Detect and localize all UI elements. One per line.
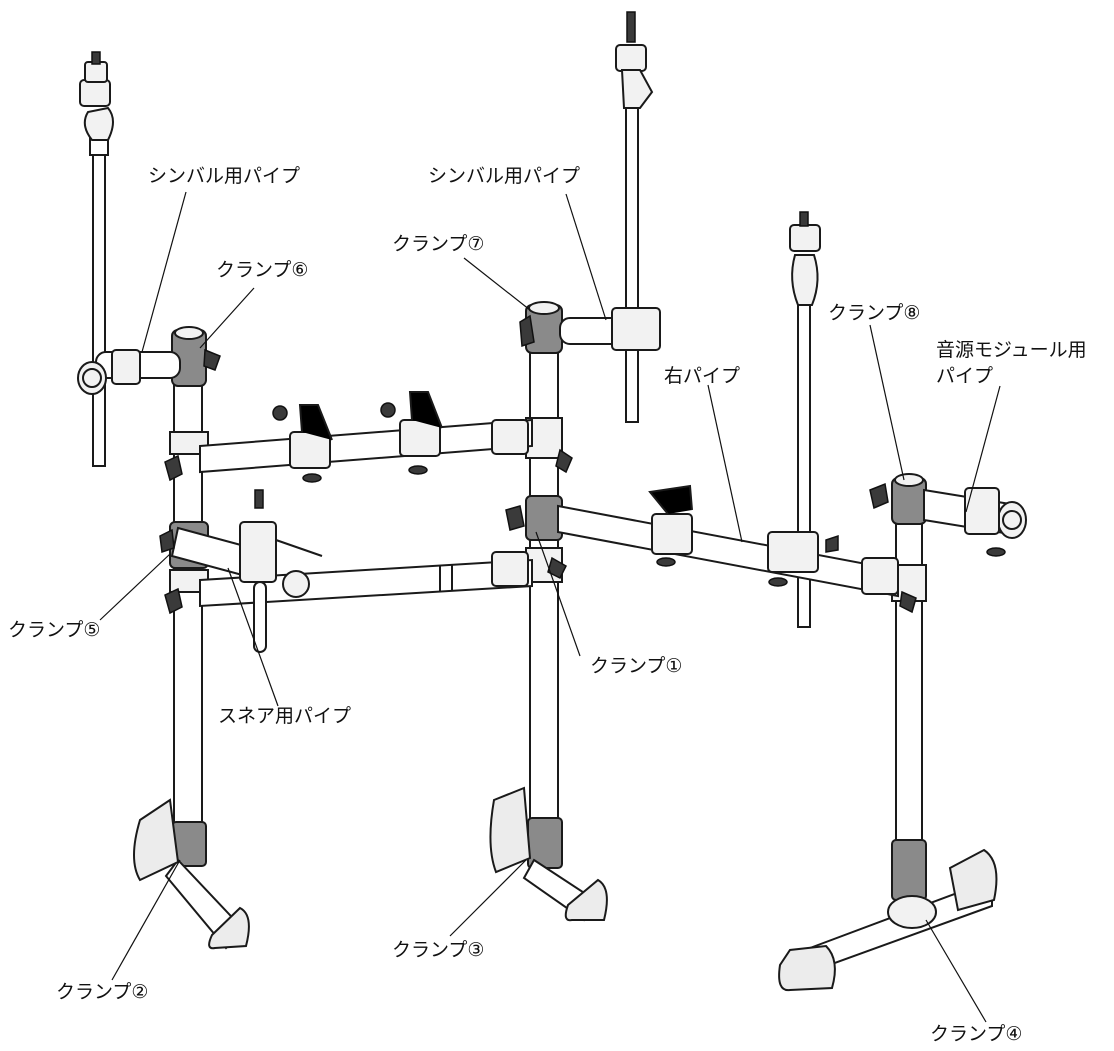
labels: シンバル用パイプ シンバル用パイプ クランプ⑦ クランプ⑥ クランプ⑧ 音源モジ… <box>8 165 1087 1045</box>
label-module-pipe-line2: パイプ <box>936 365 993 387</box>
leader-lines <box>99 191 1001 1023</box>
left-pole <box>169 326 209 826</box>
lower-crossbar <box>164 551 567 615</box>
label-snare-pipe: スネア用パイプ <box>218 705 351 727</box>
snare-pipe <box>159 489 323 653</box>
label-module-pipe-line1: 音源モジュール用 <box>936 339 1087 361</box>
label-clamp-3: クランプ③ <box>392 939 484 961</box>
left-cymbal-arm <box>77 348 221 395</box>
right-pole <box>891 473 927 841</box>
upper-crossbar <box>164 391 573 483</box>
label-cymbal-pipe-left: シンバル用パイプ <box>148 165 300 187</box>
label-clamp-8: クランプ⑧ <box>828 302 920 324</box>
label-clamp-2: クランプ② <box>56 981 148 1003</box>
label-clamp-5: クランプ⑤ <box>8 619 100 641</box>
label-clamp-4: クランプ④ <box>930 1023 1022 1045</box>
label-clamp-1: クランプ① <box>590 655 682 677</box>
label-clamp-6: クランプ⑥ <box>216 259 308 281</box>
left-cymbal-boom <box>79 51 114 467</box>
right-pipe <box>505 484 917 614</box>
module-pipe <box>869 482 1027 557</box>
label-right-pipe: 右パイプ <box>664 365 740 387</box>
right-foot <box>778 839 998 992</box>
center-cymbal-arm <box>519 307 661 351</box>
left-foot <box>133 798 250 950</box>
center-foot <box>489 786 608 922</box>
center-cymbal-boom <box>615 11 654 423</box>
label-cymbal-pipe-center: シンバル用パイプ <box>428 165 580 187</box>
label-clamp-7: クランプ⑦ <box>392 233 484 255</box>
